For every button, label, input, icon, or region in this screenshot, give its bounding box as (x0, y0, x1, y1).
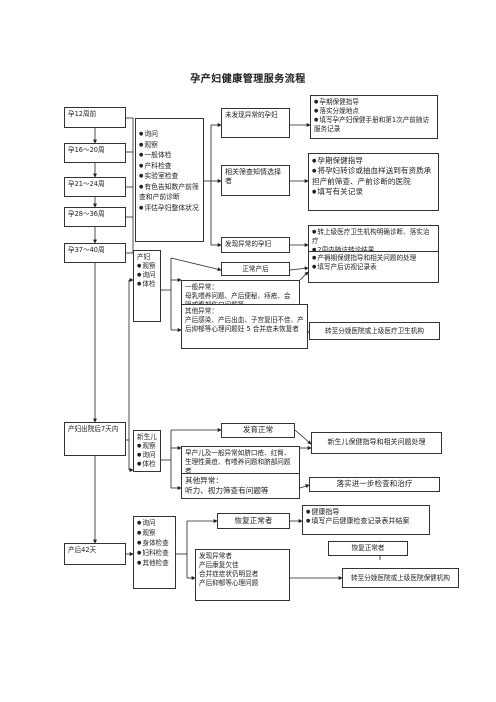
stage-label: 产妇出院后7天内 (68, 425, 119, 433)
mother-referral: 转至分娩医院或上级医疗卫生机构 (309, 322, 440, 340)
check-item: 体检 (137, 280, 157, 289)
postpartum42-referral: 转至分娩医院或上级医院保健机构 (342, 568, 459, 588)
outcome-abnormal: 发现异常的孕妇 (221, 237, 290, 253)
stage-pregnancy-21-24: 孕21～24周 (64, 177, 126, 197)
newborn-normal: 发育正常 (221, 423, 295, 438)
action-item: 填写产后健康检查记录表并结案 (306, 517, 426, 526)
postpartum42-abnormal: 发现异常者 产后康复欠佳 合并症症状仍明显者 产后抑郁等心理问题 (195, 549, 290, 601)
action-item: 产褥期保健指导和相关问题的处理 (312, 254, 435, 263)
status-label: 恢复正常者 (234, 515, 273, 525)
stage-pregnancy-12: 孕12周前 (64, 107, 126, 128)
action-item: 填写产后访视记录表 (312, 263, 435, 272)
outcome-label: 相关筛查知情选择者 (225, 168, 281, 186)
abnormal-title: 其他异常： (185, 476, 223, 485)
abnormal-desc: 产后感染、产后出血、子宫复旧不佳、产后抑郁等心理问题妊 5 合并症未恢复者 (185, 315, 304, 333)
handle-label: 落实进一步检查和治疗 (336, 479, 413, 489)
stage-label: 孕21～24周 (68, 180, 105, 188)
check-item: 身体检查 (137, 539, 172, 549)
stage-pregnancy-28-36: 孕28～36周 (64, 207, 126, 227)
action-screen: 孕期保健指导 将孕妇转诊或抽血样送到有资质承担产前筛查、产前诊断的医院 填写有关… (308, 153, 439, 211)
mother-normal: 正常产后 (221, 262, 290, 276)
check-item: 观察 (137, 262, 157, 271)
postpartum42-normal: 恢复正常者 (217, 513, 290, 529)
status-label: 恢复正常者 (351, 544, 385, 553)
stage-postpartum-home: 产妇出院后7天内 (64, 422, 126, 456)
newborn-label: 新生儿 (137, 433, 157, 441)
mother-handle: 产褥期保健指导和相关问题的处理 填写产后访视记录表 (308, 251, 439, 283)
check-item: 询问 (137, 271, 157, 280)
outcome-screen: 相关筛查知情选择者 (221, 165, 290, 196)
postpartum42-normal-actions: 健康指导 填写产后健康检查记录表并结案 (302, 505, 430, 535)
abnormal-title: 其他异常： (185, 307, 218, 315)
stage-label: 孕28～36周 (68, 210, 105, 218)
check-item: 评估孕妇整体状况 (139, 203, 200, 214)
stage-label: 产后42天 (68, 546, 97, 554)
abnormal-line: 产后康复欠佳 (199, 560, 239, 569)
check-item: 询问 (139, 129, 200, 140)
page-title: 孕产妇健康管理服务流程 (190, 74, 306, 85)
outcome-label: 未发现异常的孕妇 (225, 111, 278, 119)
abnormal-line: 发现异常者 (199, 552, 232, 560)
newborn-handle: 新生儿保健指导和相关问题处理 (311, 432, 442, 454)
abnormal-title: 一般异常： (185, 283, 218, 291)
action-normal: 孕期保健指导 落实分娩地点 填写孕产妇保健手册和第1次产前随访服务记录 (310, 95, 438, 139)
action-item: 转上级医疗卫生机构明确诊断、落实治疗 (312, 228, 435, 246)
check-item: 观察 (137, 442, 157, 451)
referral-label: 转至分娩医院或上级医院保健机构 (351, 573, 450, 582)
outcome-label: 发现异常的孕妇 (225, 240, 272, 248)
action-item: 孕期保健指导 (312, 156, 435, 166)
stage-label: 孕12周前 (68, 110, 97, 118)
action-item: 填写孕产妇保健手册和第1次产前随访服务记录 (314, 116, 434, 134)
mother-label: 产妇 (137, 253, 151, 261)
action-item: 将孕妇转诊或抽血样送到有资质承担产前筛查、产前诊断的医院 (312, 166, 435, 187)
stage-label: 孕16～20周 (68, 146, 105, 154)
status-label: 发育正常 (242, 425, 274, 435)
status-label: 正常产后 (242, 264, 269, 273)
newborn-other: 其他异常： 听力、视力筛查有问题等 (181, 473, 300, 499)
abnormal-desc: 听力、视力筛查有问题等 (185, 486, 269, 496)
check-item: 一般体检 (139, 150, 200, 161)
problem-desc: 早产儿及一般异常如脐口疮、红臀、生理性黄疸、有喂养问题和脐部问题者 (185, 449, 291, 475)
check-item: 观察 (137, 529, 172, 539)
postpartum42-checks: 询问 观察 身体检查 妇科检查 其他检查 (133, 516, 176, 589)
abnormal-line: 产后抑郁等心理问题 (199, 578, 259, 587)
action-item: 健康指导 (306, 508, 426, 517)
action-item: 2周内随访转诊结果 (312, 246, 435, 255)
mother-visit: 产妇 观察 询问 体检 (133, 250, 161, 322)
action-abnormal: 转上级医疗卫生机构明确诊断、落实治疗 2周内随访转诊结果 (308, 225, 439, 256)
newborn-visit: 新生儿 观察 询问 体检 (133, 430, 161, 472)
check-item: 有色告知数产前筛查和产前诊断 (139, 182, 200, 203)
stage-postpartum-42: 产后42天 (64, 543, 126, 565)
newborn-other-handle: 落实进一步检查和治疗 (309, 477, 440, 492)
stage-pregnancy-37-40: 孕37～40周 (64, 243, 126, 263)
check-item: 体检 (137, 460, 157, 469)
mother-other-abnormal: 其他异常： 产后感染、产后出血、子宫复旧不佳、产后抑郁等心理问题妊 5 合并症未… (181, 304, 308, 349)
action-item: 落实分娩地点 (314, 107, 434, 116)
check-item: 询问 (137, 519, 172, 529)
action-item: 填写有关记录 (312, 187, 435, 197)
check-item: 实验室检查 (139, 171, 200, 182)
stage-label: 孕37～40周 (68, 246, 105, 254)
referral-label: 转至分娩医院或上级医疗卫生机构 (325, 326, 424, 335)
check-item: 观察 (139, 140, 200, 151)
outcome-normal: 未发现异常的孕妇 (221, 108, 290, 138)
check-item: 其他检查 (137, 559, 172, 569)
check-item: 询问 (137, 451, 157, 460)
abnormal-line: 合并症症状仍明显者 (199, 569, 259, 578)
action-item: 孕期保健指导 (314, 98, 434, 107)
handle-label: 新生儿保健指导和相关问题处理 (327, 438, 426, 447)
stage-pregnancy-16-20: 孕16～20周 (64, 143, 126, 163)
check-item: 妇科检查 (137, 549, 172, 559)
check-item: 产科检查 (139, 161, 200, 172)
prenatal-checks: 询问 观察 一般体检 产科检查 实验室检查 有色告知数产前筛查和产前诊断 评估孕… (135, 118, 204, 242)
postpartum42-recovered: 恢复正常者 (328, 541, 408, 556)
